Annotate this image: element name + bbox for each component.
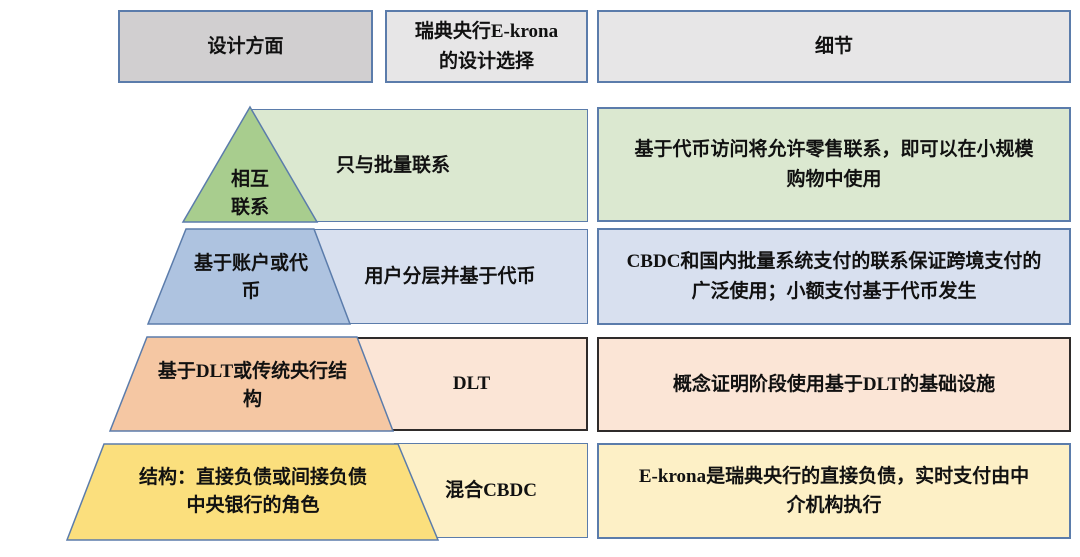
detail-cell-interconnection: 基于代币访问将允许零售联系，即可以在小规模 购物中使用: [597, 107, 1071, 222]
choice-label: 混合CBDC: [445, 479, 537, 501]
detail-cell-structure: E-krona是瑞典央行的直接负债，实时支付由中 介机构执行: [597, 443, 1071, 539]
aspect-label-dlt: 基于DLT或传统央行结 构: [157, 361, 348, 410]
aspect-label-account-token: 基于账户或代 币: [193, 253, 308, 302]
header-detail: 细节: [597, 10, 1071, 83]
detail-cell-account-token: CBDC和国内批量系统支付的联系保证跨境支付的 广泛使用；小额支付基于代币发生: [597, 228, 1071, 325]
choice-cell-dlt: DLT: [355, 337, 588, 431]
header-detail-label: 细节: [814, 35, 853, 57]
choice-label: DLT: [452, 373, 491, 395]
choice-label: 只与批量联系: [335, 154, 450, 176]
choice-cell-structure: 混合CBDC: [394, 443, 588, 538]
choice-label: 用户分层并基于代币: [364, 265, 536, 287]
aspect-label-interconnection: 相互 联系: [230, 169, 269, 218]
detail-text: 基于代币访问将允许零售联系，即可以在小规模 购物中使用: [634, 139, 1034, 190]
header-ekrona-choice-label: 瑞典央行E-krona 的设计选择: [414, 21, 559, 72]
header-ekrona-choice: 瑞典央行E-krona 的设计选择: [385, 10, 588, 83]
detail-text: 概念证明阶段使用基于DLT的基础设施: [672, 373, 996, 395]
detail-text: E-krona是瑞典央行的直接负债，实时支付由中 介机构执行: [638, 465, 1030, 516]
aspect-label-structure: 结构：直接负债或间接负债 中央银行的角色: [138, 467, 367, 516]
choice-cell-account-token: 用户分层并基于代币: [312, 229, 588, 324]
detail-cell-dlt: 概念证明阶段使用基于DLT的基础设施: [597, 337, 1071, 432]
header-design-aspect-label: 设计方面: [207, 35, 284, 57]
detail-text: CBDC和国内批量系统支付的联系保证跨境支付的 广泛使用；小额支付基于代币发生: [626, 251, 1042, 302]
header-design-aspect: 设计方面: [118, 10, 373, 83]
